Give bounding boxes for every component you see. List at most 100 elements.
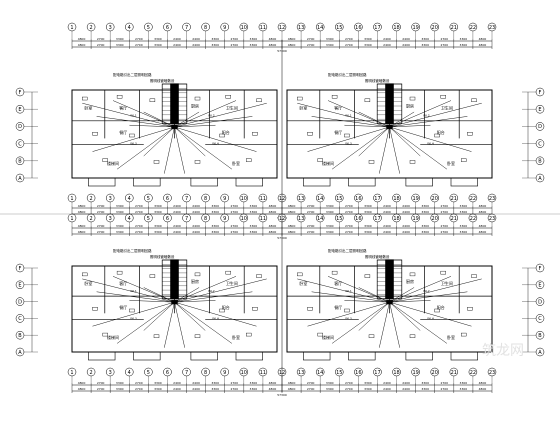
dim-value-b-top-upper-13: 3300 — [326, 43, 334, 47]
dim-value-top-upper-11: 4800 — [288, 37, 296, 41]
axis-bubble-top-upper-12 — [296, 22, 306, 32]
balcony-br-1 — [348, 351, 376, 361]
wiring-run-tr-8 — [389, 111, 415, 128]
axis-bubble-bot-lower-10 — [258, 367, 268, 377]
fixture-box-tl-2 — [149, 98, 156, 103]
axis-number-top-lower-0: 1 — [70, 196, 73, 202]
balcony-bl-0 — [88, 351, 116, 361]
fixture-box-tl-3 — [194, 96, 201, 101]
dim-value-b-bot-lower-11: 4800 — [288, 387, 296, 391]
circuit-label-tr-2: WL3 — [345, 142, 352, 146]
dim-value-b-top-lower-18: 3300 — [421, 210, 429, 214]
wiring-run-tr-10 — [389, 100, 452, 128]
circuit-label-tl-0: WL1 — [130, 113, 137, 117]
axis-bubble-top-upper-21 — [468, 22, 478, 32]
dim-value-top-upper-17: 2400 — [402, 37, 410, 41]
room-label-br-2: 厨房 — [406, 278, 414, 284]
row-letter-top-right-1: E — [538, 107, 541, 113]
dim-value-top-lower-21: 4800 — [479, 204, 487, 208]
dim-value-b-top-upper-20: 3300 — [460, 43, 468, 47]
room-label-tl-2: 厨房 — [191, 103, 199, 109]
wiring-run-br-6 — [331, 301, 390, 344]
wiring-run-bl-5 — [92, 301, 175, 327]
wiring-run-tr-12 — [389, 102, 482, 128]
dim-value-bot-lower-1: 2700 — [97, 381, 105, 385]
axis-number-bot-upper-2: 3 — [109, 216, 112, 222]
dim-value-b-top-lower-15: 3300 — [364, 210, 372, 214]
wiring-run-bl-7 — [143, 301, 175, 331]
axis-bubble-bot-lower-21 — [468, 367, 478, 377]
dim-value-b-top-lower-7: 3300 — [211, 210, 219, 214]
circuit-label-br-2: WL3 — [345, 316, 352, 320]
wiring-run-tl-2 — [112, 100, 175, 128]
dim-value-top-lower-17: 2400 — [402, 204, 410, 208]
axis-bubble-top-upper-22 — [487, 22, 497, 32]
axis-bubble-top-upper-20 — [449, 22, 459, 32]
axis-number-top-lower-8: 9 — [223, 196, 226, 202]
axis-number-top-lower-4: 5 — [147, 196, 150, 202]
circuit-label-tr-1: WL2 — [423, 113, 430, 117]
dim-value-top-upper-2: 3300 — [116, 37, 124, 41]
dim-value-bot-upper-2: 3300 — [116, 224, 124, 228]
axis-number-top-upper-21: 22 — [470, 25, 476, 31]
dim-value-top-upper-4: 3300 — [154, 37, 162, 41]
axis-bubble-top-upper-2 — [105, 22, 115, 32]
room-label-br-3: 卫生间 — [441, 280, 453, 286]
room-label-bl-5: 阳台 — [222, 304, 230, 310]
wiring-run-tl-3 — [129, 124, 175, 128]
axis-bubble-top-upper-17 — [392, 22, 401, 32]
stair-rail-tl — [170, 83, 179, 125]
axis-number-bot-upper-7: 8 — [204, 216, 207, 222]
dim-value-b-bot-upper-21: 4800 — [479, 230, 487, 234]
axis-number-top-lower-16: 17 — [374, 196, 380, 202]
circuit-label-br-0: WL1 — [345, 289, 352, 293]
wiring-run-tl-5 — [92, 126, 175, 152]
room-label-tr-3: 卫生间 — [441, 104, 453, 110]
dim-value-b-top-upper-15: 3300 — [364, 43, 372, 47]
dim-value-top-lower-9: 3300 — [250, 204, 258, 208]
axis-bubble-top-lower-13 — [315, 193, 325, 203]
wiring-run-br-11 — [389, 291, 468, 303]
fixture-box-tl-0 — [82, 96, 88, 101]
dim-total-bot-lower: 57300 — [277, 393, 287, 397]
dim-value-top-lower-3: 2700 — [135, 204, 143, 208]
wiring-run-bl-15 — [174, 301, 257, 327]
room-label-bl-1: 客厅 — [119, 280, 127, 286]
axis-number-top-upper-13: 14 — [317, 25, 323, 31]
fixture-box-br-11 — [368, 334, 375, 338]
dim-value-bot-upper-1: 2700 — [97, 224, 105, 228]
wiring-run-br-16 — [379, 302, 390, 348]
axis-bubble-top-lower-21 — [468, 193, 478, 203]
axis-bubble-bot-lower-22 — [487, 367, 497, 377]
dim-value-b-top-lower-14: 2700 — [345, 210, 353, 214]
dim-value-bot-lower-4: 3300 — [154, 381, 162, 385]
balcony-br-0 — [303, 351, 331, 361]
dim-value-b-bot-upper-10: 4800 — [269, 230, 277, 234]
balcony-tr-3 — [450, 177, 478, 187]
dim-value-b-top-upper-5: 2400 — [173, 43, 181, 47]
dim-value-top-lower-20: 3300 — [460, 204, 468, 208]
axis-number-top-upper-18: 19 — [412, 25, 418, 31]
balcony-br-3 — [450, 351, 478, 361]
axis-number-bot-upper-17: 18 — [393, 216, 399, 222]
balcony-br-2 — [405, 351, 433, 361]
wiring-run-bl-4 — [143, 287, 175, 303]
dim-value-b-top-lower-3: 2700 — [135, 210, 143, 214]
dim-value-top-lower-6: 2400 — [192, 204, 200, 208]
axis-number-top-lower-18: 19 — [412, 196, 418, 202]
room-label-tr-6: 楼梯间 — [322, 160, 334, 166]
wiring-run-tl-1 — [96, 116, 175, 128]
dim-value-bot-upper-0: 4800 — [78, 224, 86, 228]
wiring-run-tr-0 — [297, 102, 390, 128]
axis-number-bot-upper-0: 1 — [70, 216, 73, 222]
fixture-box-bl-1 — [116, 270, 123, 275]
axis-bubble-top-lower-0 — [67, 193, 77, 203]
dim-value-bot-upper-12: 2700 — [307, 224, 315, 228]
row-letter-bot-left-3: C — [18, 316, 22, 322]
axis-number-bot-upper-9: 10 — [241, 216, 247, 222]
room-label-br-6: 楼梯间 — [322, 334, 334, 340]
dim-value-b-top-upper-18: 3300 — [421, 43, 429, 47]
axis-bubble-top-lower-18 — [411, 193, 420, 203]
axis-number-top-upper-14: 15 — [336, 25, 342, 31]
axis-number-bot-lower-20: 21 — [451, 370, 457, 376]
